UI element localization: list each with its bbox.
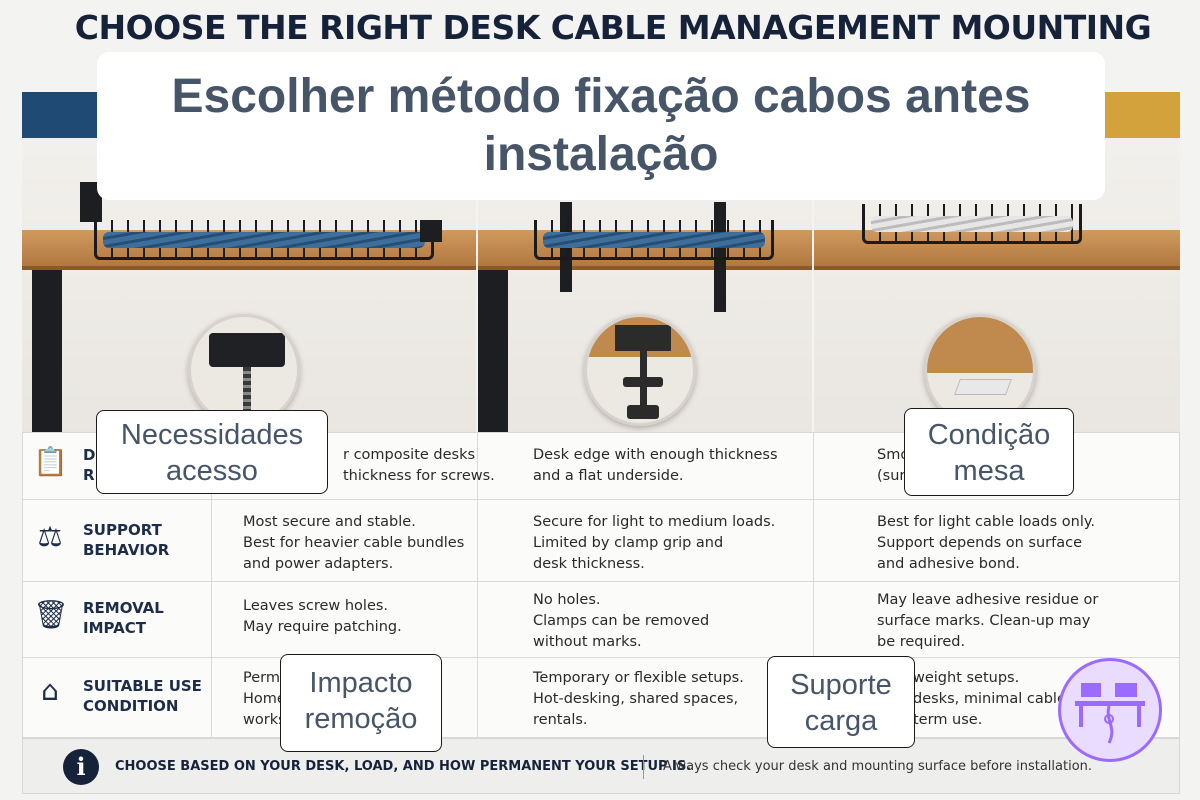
table-row-requirements: 📋 D R r composite desks thickness for sc… — [33, 445, 925, 484]
house-icon: ⌂ — [41, 674, 59, 707]
adhesive-mount-illustration — [814, 92, 1180, 432]
workspace-logo-icon — [1058, 658, 1162, 762]
table-row-removal-impact: 🗑 REMOVAL IMPACT Leaves screw holes. May… — [23, 581, 1179, 657]
clamp-detail-inset — [584, 314, 696, 426]
adhesive-pad-inset — [924, 314, 1036, 426]
footer-note: Always check your desk and mounting surf… — [663, 759, 1093, 774]
trash-can-icon: 🗑 — [33, 598, 69, 631]
clipboard-checklist-icon: 📋 — [33, 445, 68, 478]
screw-detail-inset — [188, 314, 300, 426]
footer-divider — [643, 755, 644, 779]
note-load-support: Suporte carga — [767, 656, 915, 748]
table-row-support-behavior: ⚖ SUPPORT BEHAVIOR Most secure and stabl… — [23, 499, 1179, 581]
table-row-suitable-use: ⌂ SUITABLE USE CONDITION Perma Home work… — [23, 657, 1179, 739]
note-removal-impact: Impacto remoção — [280, 654, 442, 752]
note-desk-condition: Condição mesa — [904, 408, 1074, 496]
footer-main-text: CHOOSE BASED ON YOUR DESK, LOAD, AND HOW… — [115, 759, 692, 774]
overlay-title: Escolher método fixação cabos antes inst… — [97, 52, 1105, 200]
balance-scale-icon: ⚖ — [37, 520, 63, 553]
footer-banner: i CHOOSE BASED ON YOUR DESK, LOAD, AND H… — [22, 738, 1180, 794]
info-icon: i — [63, 749, 99, 785]
note-access-needs: Necessidades acesso — [96, 410, 328, 494]
